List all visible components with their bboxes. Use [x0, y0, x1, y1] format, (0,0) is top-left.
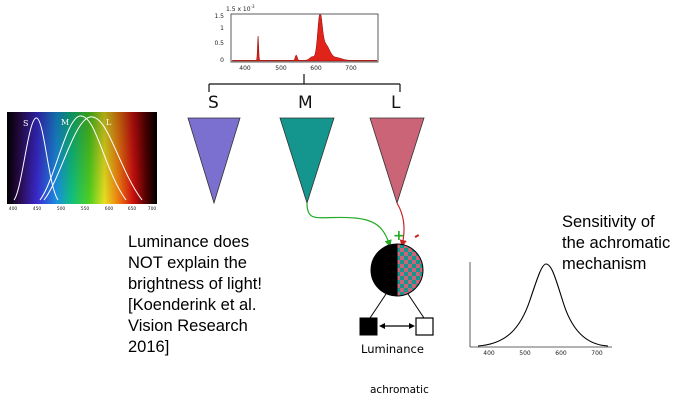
spectrum-tick: 500: [57, 206, 66, 212]
spectrum-image: S M L 400 450 500 550 600 650 700: [7, 112, 157, 212]
minus-sign: -: [410, 228, 423, 245]
s-sensitivity-curve: [13, 117, 59, 201]
spectrum-l-label: L: [106, 118, 112, 127]
luminance-label: Luminance: [361, 342, 424, 356]
spectrum-tick: 400: [9, 206, 18, 212]
emission-x-tick: 500: [275, 65, 287, 72]
spectrum-s-label: S: [23, 119, 28, 128]
m-cone-triangle: [279, 117, 335, 205]
emission-plot: 1.5 x 10-3 1.5 1 0.5 0 400 500 600 700: [214, 4, 379, 72]
sensitivity-x-tick: 700: [591, 350, 603, 357]
sensitivity-curve: [477, 263, 609, 347]
sensitivity-title: Sensitivity of the achromatic mechanism: [562, 213, 671, 273]
sensitivity-x-tick: 400: [483, 350, 495, 357]
luminance-circle: [370, 243, 424, 297]
light-square: [415, 317, 434, 336]
spectrum-m-label: M: [61, 118, 69, 127]
l-cone-triangle: [369, 117, 425, 205]
cone-bracket: [208, 74, 401, 92]
emission-y-tick: 0: [220, 57, 224, 64]
dark-square: [359, 317, 378, 336]
emission-exponent-label: 1.5 x 10-3: [226, 4, 255, 13]
emission-y-tick: 1: [220, 25, 224, 32]
spectrum-tick: 550: [81, 206, 90, 212]
m-to-luminance-arrow: [306, 202, 392, 248]
spectrum-tick: 650: [128, 206, 137, 212]
spectrum-tick: 450: [33, 206, 42, 212]
l-to-luminance-arrow: [396, 202, 407, 248]
emission-plot-frame: [230, 13, 379, 63]
emission-y-tick: 1.5: [214, 13, 224, 20]
emission-y-tick: 0.5: [214, 40, 224, 47]
emission-curve: [231, 14, 378, 62]
cone-label-s: S: [208, 93, 219, 113]
luminance-note: Luminance does NOT explain the brightnes…: [128, 233, 262, 356]
cone-label-m: M: [298, 93, 313, 113]
sensitivity-x-tick: 500: [519, 350, 531, 357]
achromatic-label: achromatic: [370, 384, 429, 396]
cone-label-l: L: [391, 93, 401, 113]
sensitivity-plot: 400 500 600 700: [469, 262, 612, 357]
l-sensitivity-curve: [43, 116, 143, 201]
sensitivity-x-tick: 600: [555, 350, 567, 357]
s-cone-triangle: [187, 117, 241, 205]
emission-x-tick: 600: [310, 65, 322, 72]
luminance-tree: [369, 293, 425, 319]
spectrum-tick: 700: [148, 206, 157, 212]
spectrum-tick: 600: [105, 206, 114, 212]
m-sensitivity-curve: [39, 115, 127, 201]
double-arrow: [379, 323, 415, 329]
emission-x-tick: 400: [239, 65, 251, 72]
emission-x-tick: 700: [345, 65, 357, 72]
plus-sign: +: [393, 228, 405, 244]
